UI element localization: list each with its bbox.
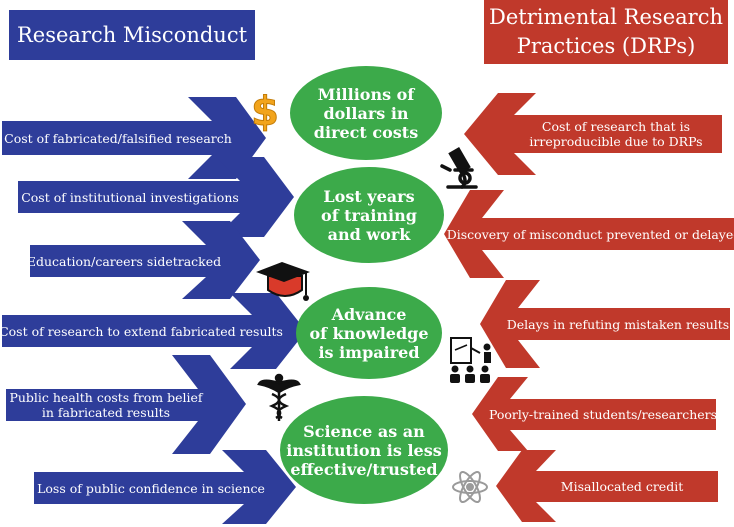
outcome-label-4: Science as an institution is less effect…: [286, 421, 442, 479]
left-arrow-4: [2, 293, 306, 369]
right-arrow-label-1: Cost of research that is irreproducible …: [529, 119, 703, 149]
outcome-direct-costs: Millions of dollars in direct costs: [290, 66, 442, 160]
outcome-lost-years: Lost years of training and work: [294, 167, 444, 263]
left-arrow-5: [6, 355, 246, 454]
left-header: Research Misconduct: [16, 23, 248, 47]
dollar-icon: $: [251, 89, 280, 136]
caduceus-icon: [257, 373, 301, 421]
left-header-box: [9, 10, 255, 60]
outcome-knowledge-impaired: Advance of knowledge is impaired: [296, 287, 442, 379]
right-arrow-4: [472, 377, 716, 451]
atom-icon: [452, 470, 488, 504]
right-arrow-label-2: Discovery of misconduct prevented or del…: [446, 226, 734, 242]
left-arrow-label-3: Education/careers sidetracked: [26, 253, 222, 269]
left-arrow-label-6: Loss of public confidence in science: [37, 480, 265, 496]
left-arrow-1: [2, 97, 266, 179]
left-arrow-3: [30, 221, 260, 299]
left-arrow-label-4: Cost of research to extend fabricated re…: [0, 323, 283, 339]
left-arrow-label-1: Cost of fabricated/falsified research: [4, 130, 232, 146]
presentation-icon: [450, 337, 491, 383]
left-arrow-label-2: Cost of institutional investigations: [21, 189, 239, 205]
outcome-label-3: Advance of knowledge is impaired: [309, 304, 429, 362]
left-arrow-label-5: Public health costs from belief in fabri…: [9, 390, 203, 420]
outcome-label-2: Lost years of training and work: [321, 186, 417, 244]
svg-text:$: $: [251, 89, 279, 135]
right-header: Detrimental Research Practices (DRPs): [484, 0, 728, 64]
microscope-icon: [440, 146, 478, 189]
graduation-cap-icon: [256, 262, 310, 301]
outcome-label-1: Millions of dollars in direct costs: [313, 84, 419, 142]
outcome-science-trust: Science as an institution is less effect…: [280, 396, 448, 504]
right-header-line-1: Detrimental Research: [489, 5, 723, 29]
left-arrow-2: [18, 157, 294, 237]
right-arrow-5: [496, 450, 718, 522]
right-arrow-label-3: Delays in refuting mistaken results: [506, 316, 730, 332]
right-arrow-2: [444, 190, 734, 278]
right-arrow-label-5: Misallocated credit: [560, 479, 684, 494]
right-header-line-2: Practices (DRPs): [516, 34, 696, 58]
right-header-box: [484, 0, 728, 64]
left-arrow-6: [34, 450, 296, 524]
right-arrow-label-4: Poorly-trained students/researchers: [488, 407, 718, 422]
right-arrow-3: [480, 280, 730, 368]
right-arrow-1: [464, 93, 722, 175]
